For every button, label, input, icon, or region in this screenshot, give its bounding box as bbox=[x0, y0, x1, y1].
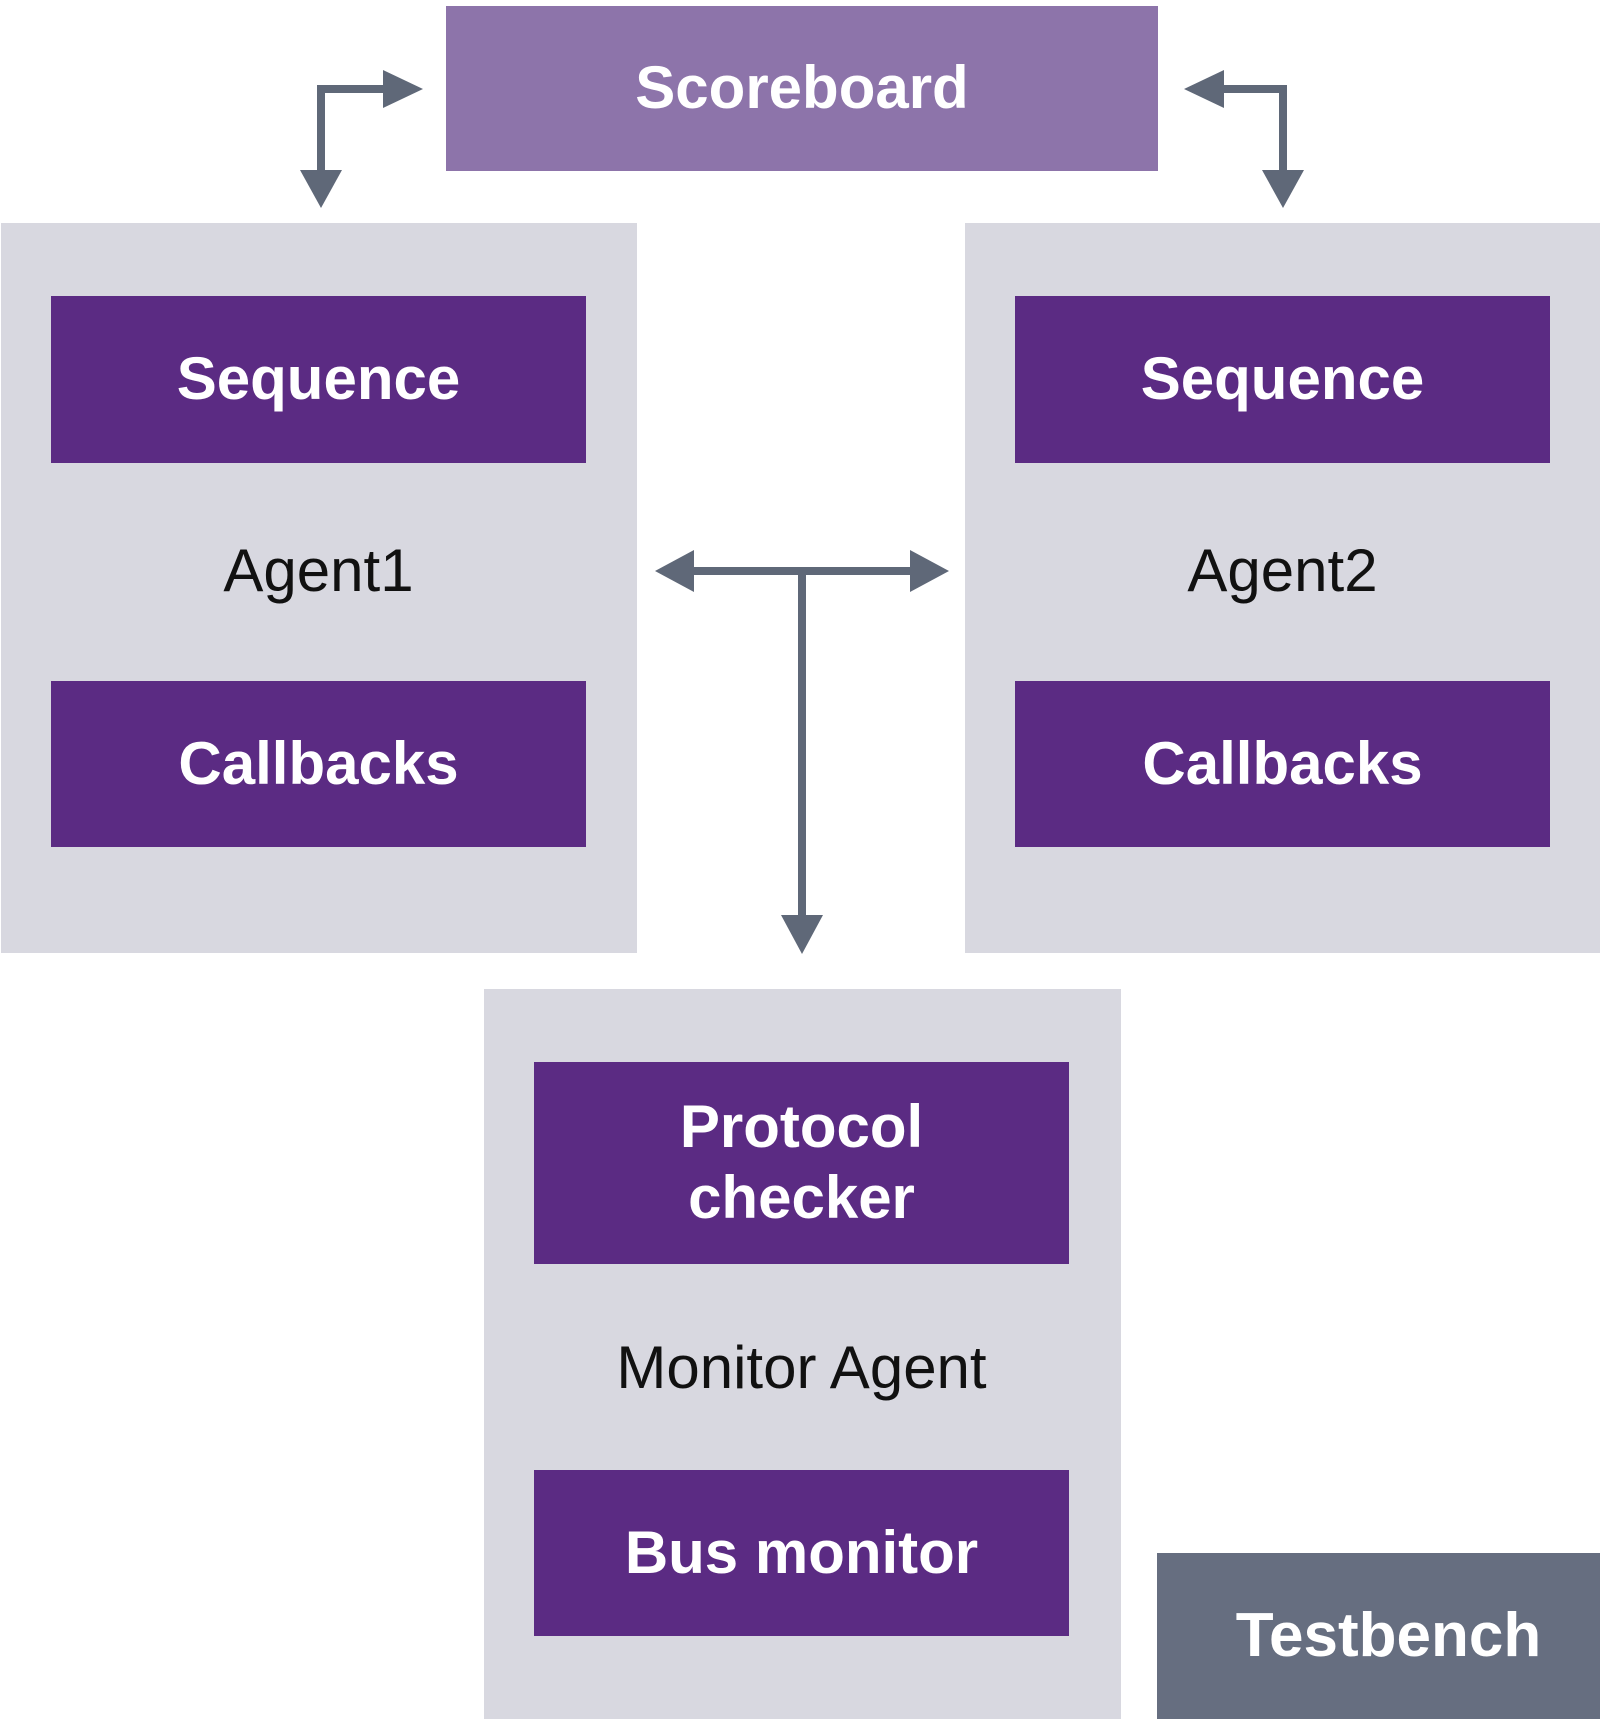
agent1-sequence-label: Sequence bbox=[176, 345, 461, 413]
arrowhead-monitor-down bbox=[781, 915, 823, 954]
bus-monitor-label: Bus monitor bbox=[624, 1518, 979, 1586]
testbench-label: Testbench bbox=[1235, 1601, 1542, 1671]
scoreboard-block: Scoreboard bbox=[446, 6, 1158, 171]
agent1-label: Agent1 bbox=[223, 536, 414, 604]
protocol-checker-label-line1: Protocol bbox=[679, 1093, 924, 1161]
testbench-block: Testbench bbox=[1157, 1553, 1600, 1719]
scoreboard-label: Scoreboard bbox=[635, 54, 969, 122]
agent1-callbacks-label: Callbacks bbox=[178, 729, 459, 797]
scoreboard-agent2-connector bbox=[1219, 85, 1287, 175]
arrowhead-agent2-down bbox=[1262, 170, 1304, 208]
protocol-checker-label-line2: checker bbox=[688, 1164, 915, 1231]
agent2-callbacks-block: Callbacks bbox=[1015, 681, 1550, 847]
agent1-sequence-block: Sequence bbox=[51, 296, 586, 463]
bus-monitor-block: Bus monitor bbox=[534, 1470, 1069, 1636]
arrowhead-scoreboard-left-in bbox=[383, 70, 423, 108]
arrowhead-bus-left bbox=[655, 550, 694, 592]
monitor-agent-label: Monitor Agent bbox=[616, 1333, 987, 1401]
protocol-checker-block: Protocol checker bbox=[534, 1062, 1069, 1264]
arrowhead-bus-right bbox=[910, 550, 949, 592]
agent2-label: Agent2 bbox=[1187, 536, 1378, 604]
agent2-callbacks-label: Callbacks bbox=[1142, 729, 1423, 797]
agent2-sequence-block: Sequence bbox=[1015, 296, 1550, 463]
agent2-sequence-label: Sequence bbox=[1140, 345, 1425, 413]
arrowhead-agent1-down bbox=[300, 170, 342, 208]
agent1-callbacks-block: Callbacks bbox=[51, 681, 586, 847]
arrowhead-scoreboard-right-in bbox=[1184, 70, 1224, 108]
scoreboard-agent1-connector bbox=[317, 85, 388, 175]
